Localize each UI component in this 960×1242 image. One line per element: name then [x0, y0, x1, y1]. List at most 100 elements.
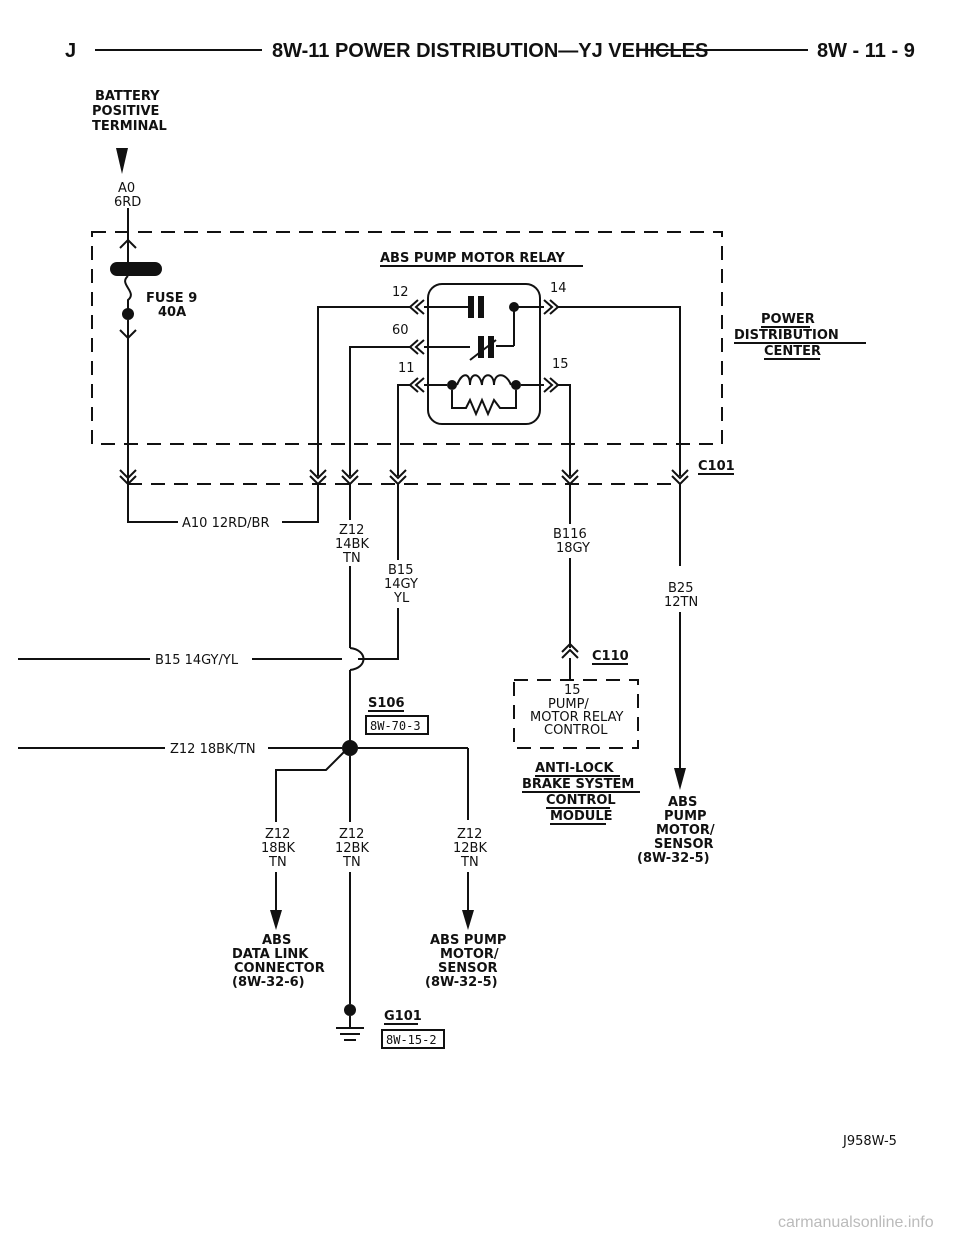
g101-label: G101 — [384, 1009, 422, 1024]
s106-splice-node — [342, 740, 358, 756]
wire-b15-left-label: B15 14GY/YL — [155, 653, 239, 668]
module-pin-line2: MOTOR RELAY — [530, 710, 623, 725]
pdc-label-line1: POWER — [761, 312, 815, 327]
relay-coil-node-left — [447, 380, 457, 390]
relay-terminal-11-icon — [408, 377, 425, 393]
pdc-boundary — [91, 231, 723, 445]
relay-pin-60: 60 — [392, 323, 409, 338]
relay-resistor-icon — [451, 390, 517, 417]
svg-text:ABS: ABS — [668, 795, 697, 810]
relay-title: ABS PUMP MOTOR RELAY — [380, 251, 565, 266]
figure-code: J958W-5 — [842, 1134, 897, 1149]
g101-ground-node — [344, 1004, 356, 1016]
wire-b116-id: B116 — [553, 527, 587, 542]
abs-module-line3: CONTROL — [546, 793, 616, 808]
svg-text:12BK: 12BK — [453, 841, 487, 856]
wire-relay-12 — [317, 306, 410, 476]
wire-a0-id: A0 — [118, 181, 135, 196]
wire-a10-label: A10 12RD/BR — [182, 516, 269, 531]
svg-text:MOTOR/: MOTOR/ — [656, 823, 715, 838]
svg-text:Z12: Z12 — [457, 827, 482, 842]
module-pin-line1: PUMP/ — [548, 697, 589, 712]
module-pin-box — [513, 679, 639, 749]
fuse-name: FUSE 9 — [146, 291, 197, 306]
svg-text:SENSOR: SENSOR — [654, 837, 714, 852]
header-left-letter: J — [65, 40, 76, 62]
abs-module-line2: BRAKE SYSTEM — [522, 777, 634, 792]
wire-z12-14bk-color: TN — [342, 551, 361, 566]
svg-text:(8W-32-5): (8W-32-5) — [637, 851, 710, 866]
c110-terminal-icon — [561, 642, 579, 659]
battery-positive-label: BATTERY POSITIVE TERMINAL — [92, 89, 167, 134]
svg-text:PUMP: PUMP — [664, 809, 707, 824]
wire-b116-gauge: 18GY — [556, 541, 590, 556]
pdc-label-line3: CENTER — [764, 344, 821, 359]
wire-relay-60 — [349, 346, 410, 476]
svg-text:Z12: Z12 — [339, 827, 364, 842]
wire-b15-gauge: 14GY — [384, 577, 418, 592]
s106-label: S106 — [368, 696, 405, 711]
relay-terminal-14-icon — [543, 299, 560, 315]
fuse-node — [122, 308, 134, 320]
svg-text:(8W-32-5): (8W-32-5) — [425, 975, 498, 990]
relay-contact-no2-icon — [488, 336, 494, 358]
fuse-top-terminal-icon — [119, 238, 137, 249]
svg-text:TN: TN — [268, 855, 287, 870]
relay-coil-node-right — [511, 380, 521, 390]
wire-a0-spec: 6RD — [114, 195, 141, 210]
wire-relay-15 — [558, 384, 571, 476]
c101-label: C101 — [698, 459, 735, 474]
svg-text:18BK: 18BK — [261, 841, 295, 856]
wire-z12-12bk-center-label: Z12 12BK TN — [335, 827, 369, 870]
svg-text:ABS PUMP: ABS PUMP — [430, 933, 506, 948]
svg-text:DATA LINK: DATA LINK — [232, 947, 309, 962]
svg-text:(8W-32-6): (8W-32-6) — [232, 975, 305, 990]
svg-text:TN: TN — [460, 855, 479, 870]
relay-contact-nc-icon — [468, 296, 474, 318]
wire-z12-18bk-label: Z12 18BK TN — [261, 827, 295, 870]
wire-z12-left-label: Z12 18BK/TN — [170, 742, 256, 757]
relay-pin-15: 15 — [552, 357, 569, 372]
fuse-element-icon — [124, 275, 132, 310]
abs-pump-bottom-arrow-icon — [462, 910, 474, 930]
svg-text:POSITIVE: POSITIVE — [92, 104, 159, 119]
wire-relay-14 — [558, 306, 681, 476]
relay-terminal-60-icon — [408, 339, 425, 355]
page-number: 8W - 11 - 9 — [817, 40, 915, 62]
svg-text:CONNECTOR: CONNECTOR — [234, 961, 325, 976]
wire-b15-color: YL — [393, 591, 410, 606]
svg-text:ABS: ABS — [262, 933, 291, 948]
wire-relay-11 — [397, 384, 410, 476]
relay-pin-12: 12 — [392, 285, 409, 300]
abs-data-link-label: ABS DATA LINK CONNECTOR (8W-32-6) — [232, 933, 325, 990]
relay-terminal-12-icon — [408, 299, 425, 315]
fuse-busbar — [110, 262, 162, 276]
svg-text:TN: TN — [342, 855, 361, 870]
abs-pump-right-label: ABS PUMP MOTOR/ SENSOR (8W-32-5) — [637, 795, 715, 866]
module-pin-line3: CONTROL — [544, 723, 608, 738]
relay-contact-arm — [469, 339, 497, 361]
wire-b15-id: B15 — [388, 563, 413, 578]
fuse-rating: 40A — [158, 305, 186, 320]
abs-data-link-arrow-icon — [270, 910, 282, 930]
svg-text:MOTOR/: MOTOR/ — [440, 947, 499, 962]
battery-arrow-icon — [116, 148, 128, 174]
relay-pin-11: 11 — [398, 361, 415, 376]
abs-pump-bottom-label: ABS PUMP MOTOR/ SENSOR (8W-32-5) — [425, 933, 506, 990]
module-pin-number: 15 — [564, 683, 581, 698]
g101-ref: 8W-15-2 — [386, 1033, 437, 1047]
svg-text:SENSOR: SENSOR — [438, 961, 498, 976]
svg-text:Z12: Z12 — [265, 827, 290, 842]
relay-pin-14: 14 — [550, 281, 567, 296]
relay-body — [427, 283, 541, 425]
wire-z12-14bk-gauge: 14BK — [335, 537, 369, 552]
svg-text:BATTERY: BATTERY — [95, 89, 160, 104]
s106-ref: 8W-70-3 — [370, 719, 421, 733]
relay-contact-nc2-icon — [478, 296, 484, 318]
svg-text:TERMINAL: TERMINAL — [92, 119, 167, 134]
wire-b25-gauge: 12TN — [664, 595, 698, 610]
wire-b15-down — [358, 608, 399, 660]
c110-label: C110 — [592, 649, 629, 664]
page-title: 8W-11 POWER DISTRIBUTION—YJ VEHICLES — [272, 40, 708, 62]
